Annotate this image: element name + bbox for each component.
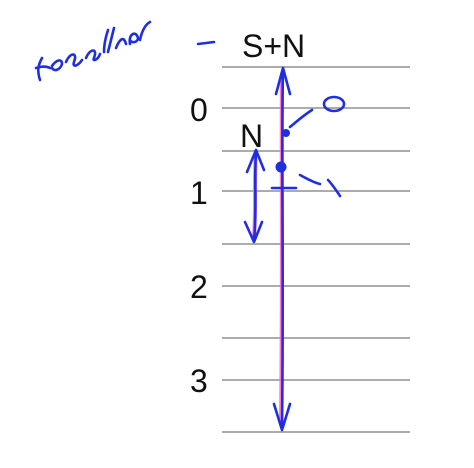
dot-one — [275, 161, 287, 173]
handwritten-receiver-glyph — [34, 20, 152, 82]
noise-arrow-up-head — [245, 148, 266, 174]
handwritten-zero-glyph — [322, 95, 346, 113]
axis-dots — [275, 129, 290, 173]
threshold-mark-zero — [288, 108, 314, 129]
noise-arrow-down-head — [243, 220, 264, 244]
signal-axis-line — [280, 68, 285, 430]
ink-strokes — [34, 20, 346, 432]
dot-zero — [282, 129, 290, 137]
level-label-1: 1 — [190, 175, 208, 211]
noise-label: N — [240, 118, 264, 154]
signal-axis-down-arrow — [272, 402, 292, 432]
level-label-2: 2 — [190, 269, 208, 305]
dash-mark — [196, 40, 216, 46]
signal-axis-up-arrow — [274, 66, 292, 96]
noise-arrow-line — [252, 150, 258, 242]
level-label-0: 0 — [190, 92, 208, 128]
level-label-3: 3 — [190, 363, 208, 399]
signal-plus-noise-label: S+N — [242, 28, 306, 64]
handwritten-one-glyph — [326, 178, 342, 198]
threshold-mark-one — [298, 173, 322, 186]
